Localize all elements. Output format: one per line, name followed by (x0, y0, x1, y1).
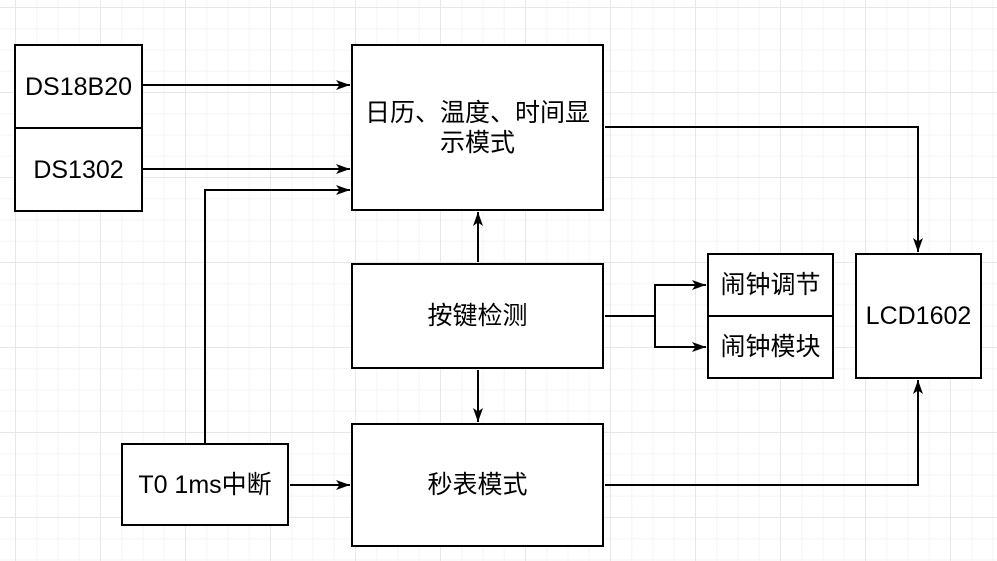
node-display-mode-label: 日历、温度、时间显 示模式 (364, 98, 590, 157)
node-ds18b20-label: DS18B20 (24, 72, 133, 101)
node-t0-interrupt-label: T0 1ms中断 (138, 470, 272, 499)
node-stopwatch-mode[interactable]: 秒表模式 (351, 423, 604, 547)
node-key-detect-label: 按键检测 (427, 302, 528, 330)
node-t0-interrupt[interactable]: T0 1ms中断 (121, 443, 289, 526)
node-ds1302[interactable]: DS1302 (14, 127, 143, 212)
node-lcd1602-label: LCD1602 (865, 302, 972, 330)
node-alarm-module[interactable]: 闹钟模块 (707, 315, 834, 379)
node-alarm-module-label: 闹钟模块 (720, 333, 821, 361)
node-lcd1602[interactable]: LCD1602 (855, 253, 982, 379)
node-ds18b20[interactable]: DS18B20 (14, 44, 143, 129)
node-stopwatch-mode-label: 秒表模式 (427, 471, 528, 499)
node-alarm-adjust[interactable]: 闹钟调节 (707, 253, 834, 317)
connector-keydetect-alarm-adjust[interactable] (654, 280, 706, 316)
connector-t0-display[interactable] (204, 185, 350, 444)
connector-keydetect-alarm-module[interactable] (654, 316, 706, 352)
connector-display-lcd[interactable] (605, 126, 923, 252)
node-key-detect[interactable]: 按键检测 (351, 263, 604, 369)
node-display-mode[interactable]: 日历、温度、时间显 示模式 (351, 44, 604, 211)
connector-stopwatch-lcd[interactable] (605, 380, 923, 486)
node-alarm-adjust-label: 闹钟调节 (720, 271, 821, 299)
node-ds1302-label: DS1302 (33, 155, 124, 184)
